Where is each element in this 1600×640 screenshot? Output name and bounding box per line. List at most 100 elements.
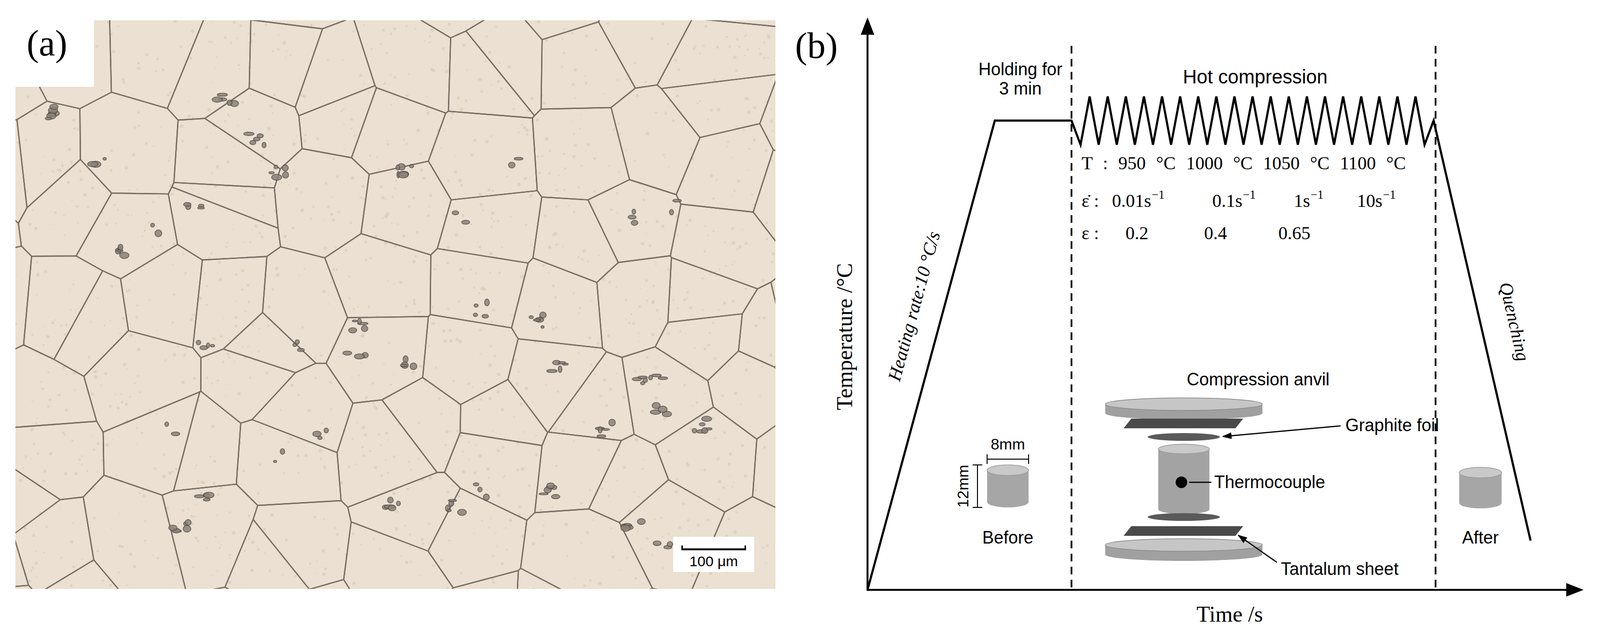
surface-texture <box>137 62 140 65</box>
surface-texture <box>270 513 274 517</box>
inclusion <box>528 315 534 319</box>
grain-boundary <box>738 282 776 367</box>
surface-texture <box>195 503 198 506</box>
surface-texture <box>745 33 747 36</box>
surface-texture <box>127 214 129 217</box>
surface-texture <box>129 552 133 556</box>
surface-texture <box>412 300 415 303</box>
surface-texture <box>275 273 280 277</box>
surface-texture <box>220 544 222 546</box>
surface-texture <box>235 300 237 302</box>
surface-texture <box>504 527 507 529</box>
surface-texture <box>119 98 121 100</box>
surface-texture <box>101 579 104 582</box>
surface-texture <box>487 188 491 192</box>
surface-texture <box>40 172 42 175</box>
surface-texture <box>563 27 566 31</box>
surface-texture <box>271 50 274 53</box>
surface-texture <box>241 188 243 190</box>
surface-texture <box>727 462 731 466</box>
surface-texture <box>219 335 223 338</box>
surface-texture <box>224 120 227 123</box>
surface-texture <box>735 510 738 513</box>
surface-texture <box>646 581 648 584</box>
surface-texture <box>594 349 597 351</box>
surface-texture <box>716 459 719 461</box>
surface-texture <box>385 198 388 200</box>
surface-texture <box>154 69 157 72</box>
surface-texture <box>297 393 300 397</box>
surface-texture <box>451 484 454 487</box>
surface-texture <box>151 554 154 556</box>
surface-texture <box>147 221 151 225</box>
surface-texture <box>405 25 408 28</box>
surface-texture <box>625 149 627 151</box>
inclusion <box>533 318 541 322</box>
surface-texture <box>86 470 89 473</box>
surface-texture <box>563 189 566 191</box>
surface-texture <box>284 56 287 59</box>
surface-texture <box>18 478 23 483</box>
surface-texture <box>573 440 575 443</box>
surface-texture <box>24 138 28 141</box>
surface-texture <box>678 115 680 117</box>
surface-texture <box>727 517 731 521</box>
surface-texture <box>740 421 742 423</box>
surface-texture <box>348 275 351 278</box>
surface-texture <box>712 417 715 420</box>
surface-texture <box>343 148 345 150</box>
surface-texture <box>194 467 196 470</box>
surface-texture <box>303 139 307 143</box>
surface-texture <box>46 335 50 339</box>
surface-texture <box>595 48 598 52</box>
surface-texture <box>137 124 141 127</box>
graphite-foil <box>1123 418 1244 429</box>
surface-texture <box>232 20 236 24</box>
surface-texture <box>124 402 128 407</box>
surface-texture <box>428 476 433 480</box>
surface-texture <box>520 534 524 538</box>
surface-texture <box>541 155 543 158</box>
surface-texture <box>26 95 30 99</box>
inclusion <box>312 431 322 437</box>
surface-texture <box>316 560 318 563</box>
surface-texture <box>108 404 112 408</box>
surface-texture <box>447 179 450 182</box>
surface-texture <box>633 491 636 493</box>
surface-texture <box>425 107 428 110</box>
surface-texture <box>460 572 462 575</box>
surface-texture <box>131 214 133 217</box>
surface-texture <box>715 178 719 182</box>
surface-texture <box>635 94 639 97</box>
surface-texture <box>541 534 544 537</box>
surface-texture <box>447 307 449 310</box>
surface-texture <box>249 241 252 244</box>
surface-texture <box>252 324 255 326</box>
inclusion <box>643 378 648 383</box>
surface-texture <box>468 458 470 461</box>
surface-texture <box>349 221 353 225</box>
surface-texture <box>31 399 33 402</box>
surface-texture <box>289 436 293 440</box>
inclusion <box>183 525 191 533</box>
surface-texture <box>181 509 185 513</box>
surface-texture <box>572 155 576 159</box>
surface-texture <box>205 146 209 150</box>
surface-texture <box>528 484 531 488</box>
surface-texture <box>473 471 477 475</box>
surface-texture <box>654 366 658 370</box>
panel-label-box: (a) <box>0 0 95 87</box>
surface-texture <box>650 332 655 337</box>
surface-texture <box>493 354 497 358</box>
surface-texture <box>390 383 393 386</box>
surface-texture <box>666 331 670 336</box>
surface-texture <box>472 386 475 389</box>
surface-texture <box>428 205 431 208</box>
surface-texture <box>405 142 408 145</box>
surface-texture <box>420 168 423 172</box>
surface-texture <box>28 579 32 583</box>
surface-texture <box>404 525 406 527</box>
surface-texture <box>520 274 524 279</box>
grain-boundary <box>15 245 32 354</box>
surface-texture <box>332 268 336 271</box>
